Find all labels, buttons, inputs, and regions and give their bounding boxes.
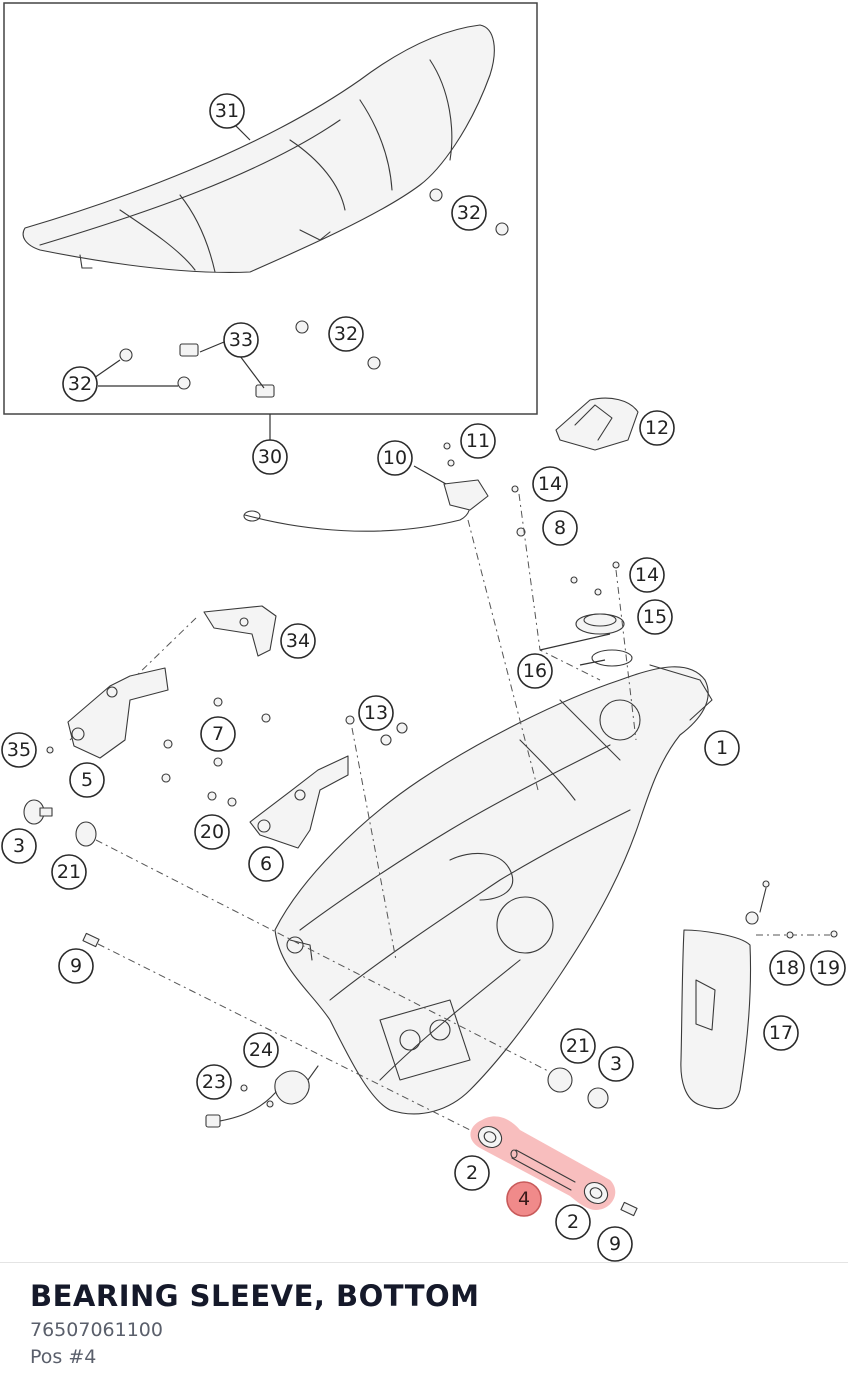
bearing-sleeve-assembly (470, 1116, 616, 1210)
svg-text:16: 16 (523, 660, 547, 682)
svg-text:13: 13 (364, 702, 388, 724)
callout-10[interactable]: 10 (377, 440, 413, 476)
callout-32[interactable]: 32 (62, 366, 98, 402)
svg-text:2: 2 (466, 1162, 478, 1184)
svg-text:1: 1 (716, 737, 728, 759)
svg-text:7: 7 (212, 723, 224, 745)
callout-21[interactable]: 21 (560, 1028, 596, 1064)
callout-21[interactable]: 21 (51, 854, 87, 890)
svg-text:24: 24 (249, 1039, 273, 1061)
callout-12[interactable]: 12 (639, 410, 675, 446)
pivot-hardware (23, 799, 638, 1217)
svg-text:5: 5 (81, 769, 93, 791)
fuel-tank (274, 664, 713, 1115)
callout-4-highlighted[interactable]: 4 (506, 1181, 542, 1217)
callout-24[interactable]: 24 (243, 1032, 279, 1068)
callout-7[interactable]: 7 (200, 716, 236, 752)
callout-23[interactable]: 23 (196, 1064, 232, 1100)
callout-2[interactable]: 2 (454, 1155, 490, 1191)
callout-9[interactable]: 9 (58, 948, 94, 984)
callout-3[interactable]: 3 (1, 828, 37, 864)
svg-text:23: 23 (202, 1071, 226, 1093)
svg-text:4: 4 (518, 1188, 530, 1210)
callout-19[interactable]: 19 (810, 950, 846, 986)
seat-inset (3, 2, 538, 440)
svg-text:9: 9 (609, 1233, 621, 1255)
svg-text:32: 32 (457, 202, 481, 224)
svg-text:18: 18 (775, 957, 799, 979)
svg-text:9: 9 (70, 955, 82, 977)
callout-32[interactable]: 32 (451, 195, 487, 231)
brackets (46, 605, 349, 849)
svg-text:12: 12 (645, 417, 669, 439)
cover-12 (555, 397, 639, 451)
part-position: Pos #4 (30, 1346, 97, 1368)
callout-20[interactable]: 20 (194, 814, 230, 850)
svg-text:32: 32 (334, 323, 358, 345)
callout-18[interactable]: 18 (769, 950, 805, 986)
callout-17[interactable]: 17 (763, 1015, 799, 1051)
svg-text:11: 11 (466, 430, 490, 452)
filler-ring (570, 561, 637, 741)
svg-text:30: 30 (258, 446, 282, 468)
part-title: BEARING SLEEVE, BOTTOM (30, 1279, 480, 1313)
callout-32[interactable]: 32 (328, 316, 364, 352)
callout-11[interactable]: 11 (460, 423, 496, 459)
side-cover (680, 880, 838, 1110)
callouts: 31 32 33 32 32 30 10 11 12 14 8 14 15 16… (1, 93, 846, 1262)
svg-text:32: 32 (68, 373, 92, 395)
part-info-panel: BEARING SLEEVE, BOTTOM 76507061100 Pos #… (0, 1262, 848, 1390)
svg-text:35: 35 (7, 739, 31, 761)
callout-30[interactable]: 30 (252, 439, 288, 475)
callout-3[interactable]: 3 (598, 1046, 634, 1082)
callout-16[interactable]: 16 (517, 653, 553, 689)
bolts-cluster (161, 697, 408, 961)
callout-5[interactable]: 5 (69, 762, 105, 798)
leader-lines (539, 633, 611, 666)
svg-text:21: 21 (57, 861, 81, 883)
callout-33[interactable]: 33 (223, 322, 259, 358)
callout-1[interactable]: 1 (704, 730, 740, 766)
svg-text:8: 8 (554, 517, 566, 539)
callout-15[interactable]: 15 (637, 599, 673, 635)
svg-text:6: 6 (260, 853, 272, 875)
part-number: 76507061100 (30, 1319, 163, 1341)
svg-text:34: 34 (286, 630, 310, 652)
svg-text:10: 10 (383, 447, 407, 469)
svg-text:14: 14 (635, 564, 659, 586)
sensor-harness (205, 1065, 319, 1128)
exploded-parts-diagram: 31 32 33 32 32 30 10 11 12 14 8 14 15 16… (1, 2, 846, 1262)
callout-6[interactable]: 6 (248, 846, 284, 882)
svg-text:2: 2 (567, 1211, 579, 1233)
callout-35[interactable]: 35 (1, 732, 37, 768)
callout-31[interactable]: 31 (209, 93, 245, 129)
svg-text:33: 33 (229, 329, 253, 351)
callout-8[interactable]: 8 (542, 510, 578, 546)
svg-text:3: 3 (610, 1053, 622, 1075)
callout-13[interactable]: 13 (358, 695, 394, 731)
diagram-canvas: 31 32 33 32 32 30 10 11 12 14 8 14 15 16… (1, 2, 846, 1262)
callout-2[interactable]: 2 (555, 1204, 591, 1240)
svg-text:31: 31 (215, 100, 239, 122)
callout-9[interactable]: 9 (597, 1226, 633, 1262)
svg-text:15: 15 (643, 606, 667, 628)
svg-text:21: 21 (566, 1035, 590, 1057)
svg-text:19: 19 (816, 957, 840, 979)
callout-34[interactable]: 34 (280, 623, 316, 659)
callout-14[interactable]: 14 (629, 557, 665, 593)
svg-text:20: 20 (200, 821, 224, 843)
svg-text:3: 3 (13, 835, 25, 857)
svg-text:17: 17 (769, 1022, 793, 1044)
svg-text:14: 14 (538, 473, 562, 495)
callout-14[interactable]: 14 (532, 466, 568, 502)
